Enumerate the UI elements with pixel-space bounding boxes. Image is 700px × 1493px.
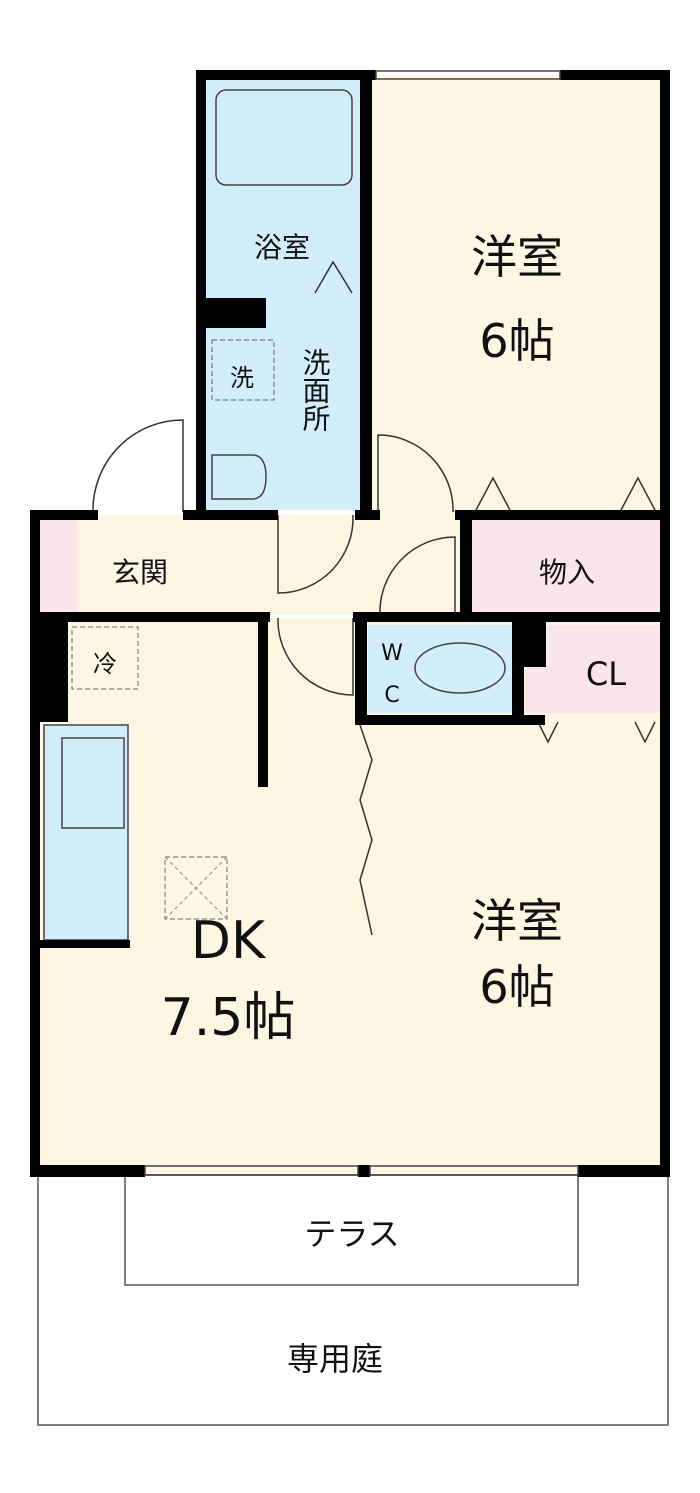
sink-icon xyxy=(61,737,125,829)
terrace-area xyxy=(124,1174,579,1286)
terrace-label: テラス xyxy=(304,1215,399,1253)
western-room-bottom-name: 洋室 xyxy=(471,894,563,948)
dk-size: 7.5帖 xyxy=(161,988,296,1048)
hallway xyxy=(40,515,465,615)
walls xyxy=(30,70,670,1177)
washbasin-icon xyxy=(211,454,267,500)
storage-room xyxy=(470,520,665,612)
toilet-icon xyxy=(414,642,506,694)
door-swings xyxy=(92,260,657,936)
storage-hatch xyxy=(164,856,228,920)
entrance-label: 玄関 xyxy=(112,556,168,589)
western-room-top-name: 洋室 xyxy=(471,230,563,284)
washroom-label: 洗面所 xyxy=(299,348,332,432)
washer-space xyxy=(211,339,275,401)
storage-label: 物入 xyxy=(539,556,595,589)
dk-name: DK xyxy=(191,911,267,971)
windows xyxy=(144,70,579,1176)
western-room-bottom-size: 6帖 xyxy=(479,960,554,1014)
garden-label: 専用庭 xyxy=(287,1340,383,1378)
wc-label-c: C xyxy=(384,683,399,708)
bath-label: 浴室 xyxy=(254,231,310,264)
western-room-top-size: 6帖 xyxy=(479,314,554,368)
closet-label: CL xyxy=(586,655,626,693)
bathtub-icon xyxy=(215,89,353,186)
fridge-label: 冷 xyxy=(93,650,117,678)
fridge-space xyxy=(71,626,139,690)
western-room-top xyxy=(370,75,666,515)
shoe-box xyxy=(40,515,78,615)
wc-label-w: W xyxy=(381,641,403,666)
closet xyxy=(525,625,665,713)
washroom xyxy=(205,305,365,510)
washer-label: 洗 xyxy=(230,364,254,392)
